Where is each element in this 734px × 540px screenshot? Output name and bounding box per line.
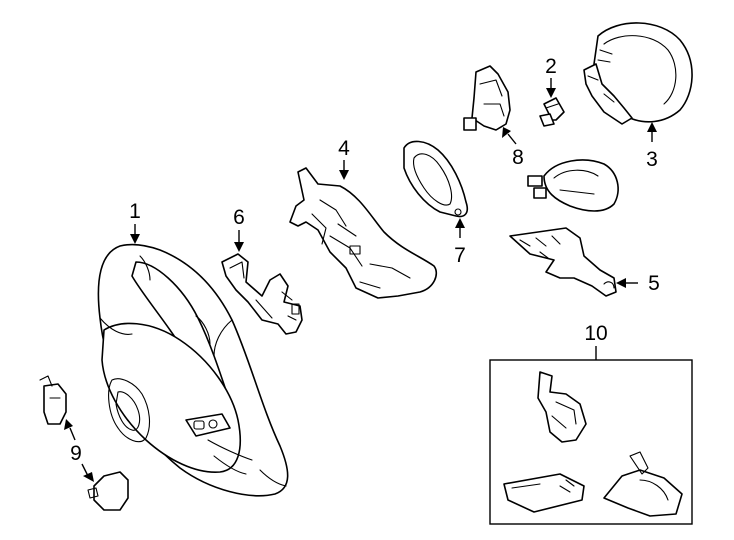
switch-part <box>463 65 619 212</box>
cover-part <box>289 167 438 299</box>
callout-4: 4 <box>338 137 350 160</box>
callout-6: 6 <box>233 206 245 229</box>
clip-part <box>39 375 129 511</box>
callout-9: 9 <box>70 442 82 465</box>
callout-5: 5 <box>648 272 660 295</box>
leader-lines <box>64 78 657 482</box>
bracket-part <box>221 253 303 335</box>
part-10-kit-box <box>489 359 693 525</box>
switch-housing-part <box>509 227 617 297</box>
pad-part <box>403 140 469 218</box>
callout-3: 3 <box>646 148 658 171</box>
air-bag-part <box>583 22 693 125</box>
callout-10: 10 <box>584 322 607 345</box>
steering-wheel-part <box>97 243 289 497</box>
callout-1: 1 <box>129 200 141 223</box>
bolt-part <box>539 97 565 127</box>
callout-2: 2 <box>545 55 557 78</box>
callout-8: 8 <box>512 146 524 169</box>
kit-parts <box>503 371 683 517</box>
callout-7: 7 <box>454 244 466 267</box>
